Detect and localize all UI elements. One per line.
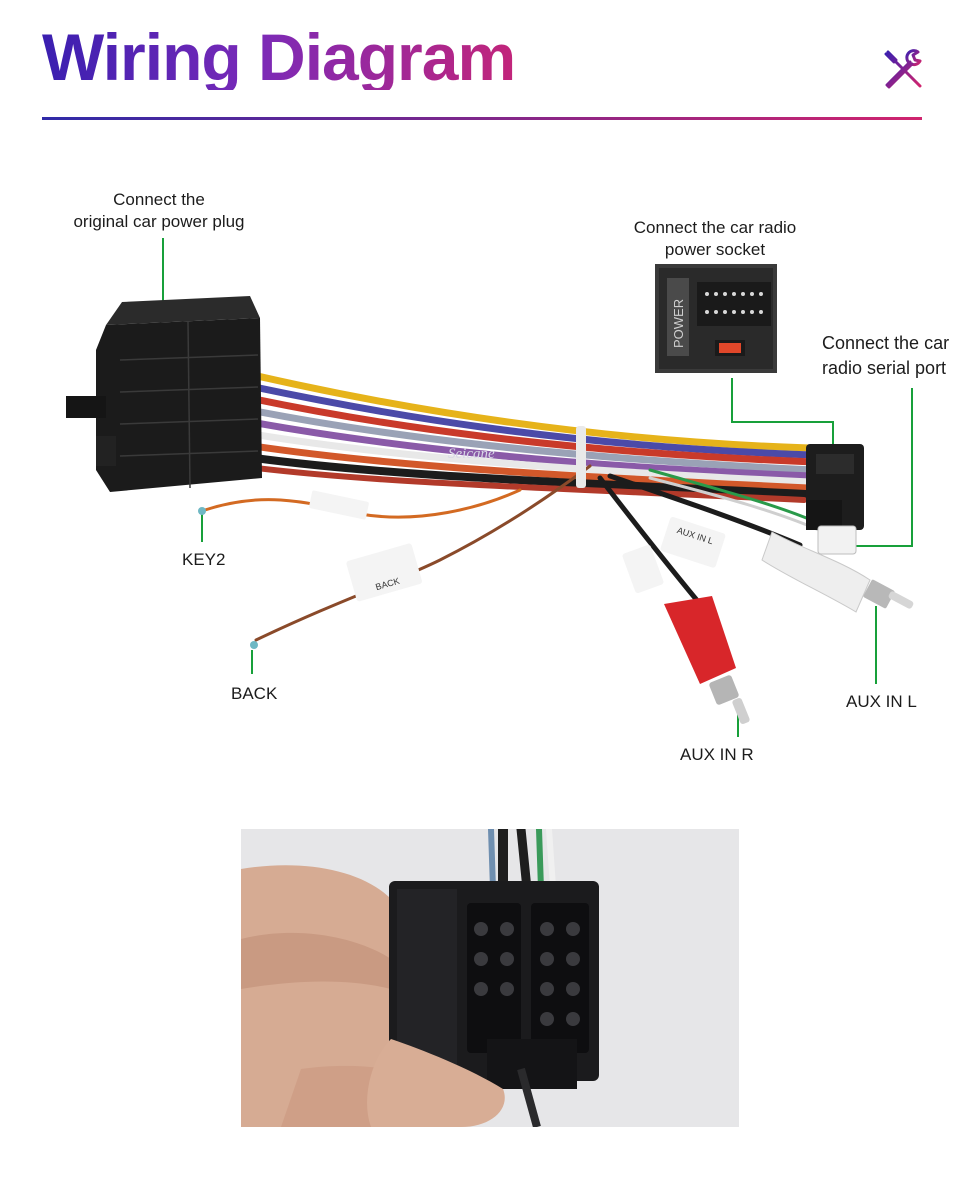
leader-lines <box>162 238 913 737</box>
tools-icon <box>884 49 922 89</box>
brand-text: Seicane <box>448 446 495 462</box>
radio-power-connector <box>806 444 864 530</box>
connector-hand-photo <box>241 829 739 1127</box>
cable-tie <box>576 426 586 488</box>
page-title: Wiring Diagram <box>42 20 516 94</box>
label-aux-in-r: AUX IN R <box>680 745 754 764</box>
wire-bundle <box>203 368 832 642</box>
label-back: BACK <box>231 684 278 703</box>
label-aux-in-l: AUX IN L <box>846 692 917 711</box>
label-radio-power: Connect the car radio power socket <box>622 217 808 261</box>
title-underline <box>42 117 922 120</box>
tag-back: BACK <box>346 543 422 602</box>
power-socket-text: POWER <box>671 299 686 348</box>
label-power-plug: Connect the original car power plug <box>64 189 254 233</box>
back-wire-tip <box>250 641 258 649</box>
label-power-plug-text: Connect the original car power plug <box>73 190 245 231</box>
tag-aux-r <box>622 544 664 594</box>
label-serial-port: Connect the car radio serial port <box>822 331 949 381</box>
label-serial-port-text: Connect the car radio serial port <box>822 333 950 378</box>
label-key2: KEY2 <box>182 550 226 569</box>
iso-power-connector <box>66 296 262 492</box>
label-radio-power-text: Connect the car radio power socket <box>633 218 797 259</box>
harness-diagram: Seicane BACK AUX IN L <box>66 238 914 737</box>
tag-key2 <box>309 490 369 520</box>
tag-aux-l: AUX IN L <box>660 517 726 568</box>
photo-iso-connector <box>389 881 599 1127</box>
rca-aux-in-l <box>761 531 914 613</box>
power-socket-photo: POWER <box>655 264 777 373</box>
rca-aux-in-r <box>664 596 750 725</box>
serial-port-connector <box>817 525 857 555</box>
key2-wire-tip <box>198 507 206 515</box>
